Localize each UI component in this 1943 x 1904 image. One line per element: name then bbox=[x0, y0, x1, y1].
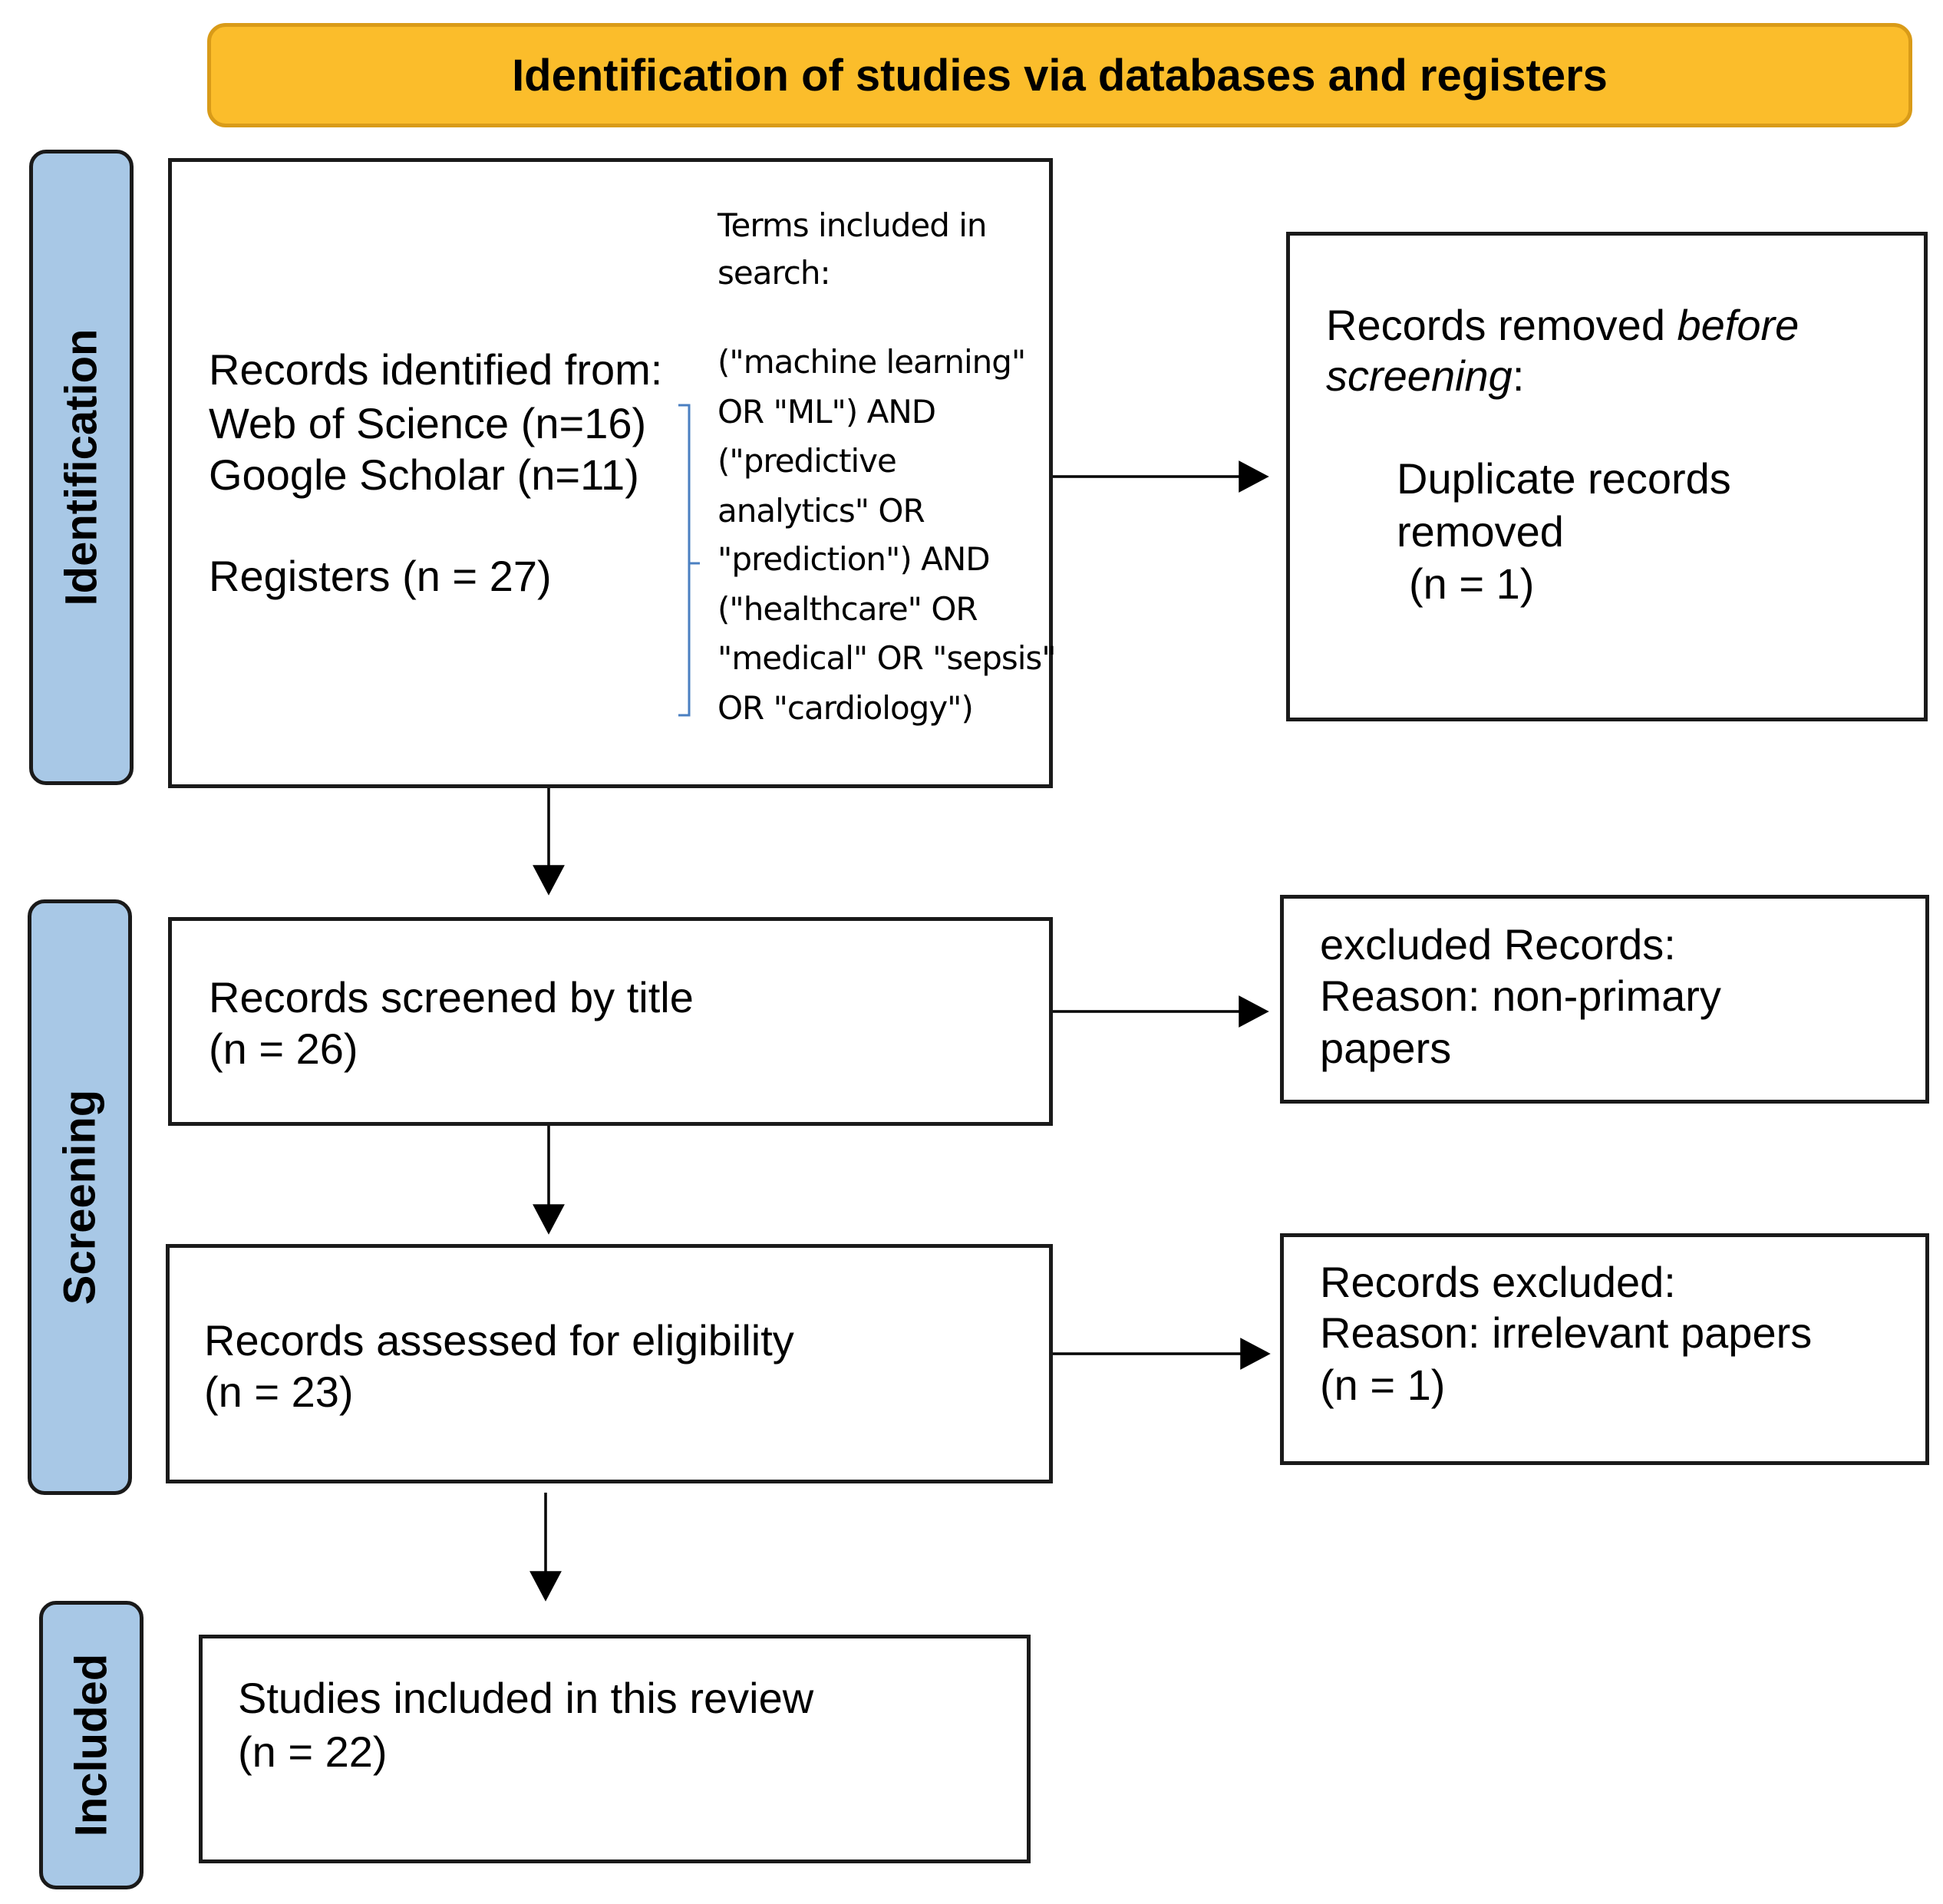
studies-included-label: Studies included in this review bbox=[238, 1674, 814, 1722]
records-screened-label: Records screened by title bbox=[209, 973, 694, 1021]
arrow-head bbox=[533, 1204, 565, 1235]
records-excluded-box bbox=[1280, 1233, 1929, 1465]
records-removed-box bbox=[1286, 232, 1928, 721]
sources-bracket bbox=[678, 404, 700, 717]
search-term-line: ("predictive bbox=[717, 442, 897, 480]
search-term-line: analytics" OR bbox=[717, 492, 925, 530]
arrow-head bbox=[529, 1571, 562, 1602]
terms-heading-2: search: bbox=[717, 254, 831, 292]
identification-box bbox=[168, 158, 1053, 788]
studies-included-count: (n = 22) bbox=[238, 1727, 388, 1776]
eligibility-count: (n = 23) bbox=[204, 1368, 354, 1416]
header-title: Identification of studies via databases … bbox=[512, 50, 1608, 101]
terms-heading-1: Terms included in bbox=[717, 206, 987, 244]
registers-count: Registers (n = 27) bbox=[209, 552, 552, 600]
records-excluded-heading: Records excluded: bbox=[1320, 1258, 1676, 1306]
arrow-head bbox=[1239, 995, 1269, 1028]
eligibility-box bbox=[166, 1244, 1053, 1483]
header-banner: Identification of studies via databases … bbox=[207, 23, 1912, 127]
duplicate-records-count: (n = 1) bbox=[1409, 559, 1535, 608]
stage-identification: Identification bbox=[29, 150, 134, 785]
search-term-line: ("machine learning" bbox=[717, 343, 1026, 381]
web-of-science-count: Web of Science (n=16) bbox=[209, 399, 647, 447]
excluded-records-reason-2: papers bbox=[1320, 1024, 1452, 1072]
records-excluded-reason: Reason: irrelevant papers bbox=[1320, 1308, 1813, 1357]
arrow-head bbox=[533, 865, 565, 896]
google-scholar-count: Google Scholar (n=11) bbox=[209, 450, 639, 499]
eligibility-label: Records assessed for eligibility bbox=[204, 1316, 794, 1364]
records-identified-label: Records identified from: bbox=[209, 345, 663, 394]
records-removed-heading: Records removed before bbox=[1326, 301, 1800, 349]
excluded-records-box bbox=[1280, 895, 1929, 1104]
excluded-records-reason: Reason: non-primary bbox=[1320, 972, 1721, 1020]
duplicate-records-label: Duplicate records bbox=[1397, 454, 1731, 503]
search-term-line: ("healthcare" OR bbox=[717, 590, 978, 628]
arrow-head bbox=[1239, 460, 1269, 493]
records-removed-heading-2: screening: bbox=[1326, 351, 1525, 400]
records-screened-count: (n = 26) bbox=[209, 1025, 358, 1073]
stage-included: Included bbox=[39, 1601, 143, 1889]
records-excluded-count: (n = 1) bbox=[1320, 1361, 1446, 1409]
search-term-line: "medical" OR "sepsis" bbox=[717, 639, 1057, 677]
search-term-line: OR "ML") AND bbox=[717, 393, 936, 431]
included-box bbox=[199, 1635, 1031, 1863]
records-screened-box bbox=[168, 917, 1053, 1126]
search-term-line: OR "cardiology") bbox=[717, 689, 974, 727]
search-term-line: "prediction") AND bbox=[717, 540, 991, 578]
stage-screening: Screening bbox=[28, 899, 132, 1495]
excluded-records-heading: excluded Records: bbox=[1320, 920, 1676, 968]
duplicate-records-label-2: removed bbox=[1397, 507, 1564, 556]
arrow-head bbox=[1240, 1338, 1271, 1370]
